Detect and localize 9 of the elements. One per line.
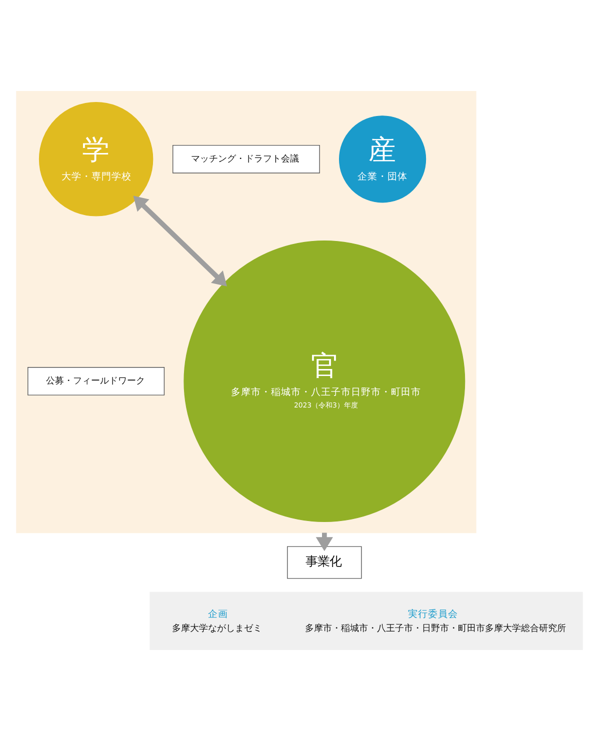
node-text: 実行委員会 多摩市・稲城市・八王子市・日野市・町田市多摩大学総合研究所	[305, 608, 566, 634]
node-text: 企画 多摩大学ながしまゼミ	[172, 608, 262, 634]
node-circle: 学 大学・専門学校	[38, 102, 154, 216]
arrow	[133, 195, 227, 286]
node-box: 事業化	[287, 546, 362, 578]
cluster	[16, 90, 476, 533]
node-box: 公募・フィールドワーク	[28, 366, 165, 395]
node-box: マッチング・ドラフト会議	[172, 144, 320, 173]
node-circle: 産 企業・団体	[338, 115, 426, 202]
